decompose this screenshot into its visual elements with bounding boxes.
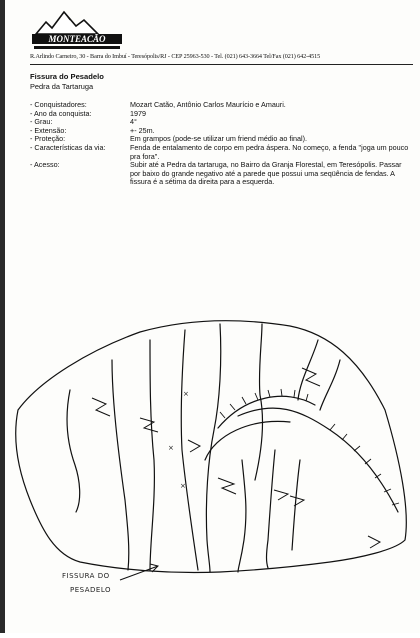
field-value: 1979 bbox=[130, 108, 146, 118]
rock-outline bbox=[15, 320, 407, 574]
svg-text:×: × bbox=[180, 482, 186, 490]
field-value: +- 25m. bbox=[130, 125, 155, 135]
scan-edge bbox=[0, 0, 5, 633]
crack-line bbox=[149, 339, 155, 571]
crack-line bbox=[111, 359, 130, 571]
svg-text:×: × bbox=[168, 444, 174, 452]
bolt-mark bbox=[367, 535, 382, 549]
topo-label-line2: PESADELO bbox=[70, 586, 111, 594]
field-label: - Proteção: bbox=[30, 134, 66, 144]
field-label: - Ano da conquista: bbox=[30, 108, 92, 118]
overhang-arc bbox=[217, 395, 316, 429]
route-info: - Conquistadores: Mozart Catão, Antônio … bbox=[30, 100, 410, 187]
field-label: - Extensão: bbox=[30, 125, 67, 135]
field-row: - Grau: 4° bbox=[30, 118, 410, 127]
crack-line bbox=[265, 449, 276, 569]
field-value: Mozart Catão, Antônio Carlos Maurício e … bbox=[130, 100, 286, 109]
field-row: - Proteção: Em grampos (pode-se utilizar… bbox=[30, 135, 410, 144]
bolt-mark bbox=[187, 439, 202, 453]
crack-line bbox=[66, 389, 81, 513]
field-value: Fenda de entalamento de corpo em pedra á… bbox=[130, 142, 409, 161]
field-row: - Extensão: +- 25m. bbox=[30, 125, 410, 136]
bolt-mark bbox=[301, 367, 321, 387]
crack-line bbox=[180, 329, 199, 571]
field-row: - Conquistadores: Mozart Catão, Antônio … bbox=[30, 100, 410, 110]
topo-drawing: × × × FISSURA DO PESADELO bbox=[15, 320, 407, 594]
header-rule bbox=[30, 64, 413, 65]
field-label: - Características da via: bbox=[30, 142, 106, 152]
field-row: - Características da via: Fenda de ental… bbox=[30, 142, 410, 161]
field-label: - Acesso: bbox=[30, 160, 60, 170]
field-label: - Grau: bbox=[30, 117, 53, 127]
overhang-arc bbox=[204, 420, 291, 461]
monteacao-logo: MONTEACÃO bbox=[32, 8, 122, 52]
route-subtitle: Pedra da Tartaruga bbox=[30, 82, 94, 91]
field-value: Em grampos (pode-se utilizar um friend m… bbox=[130, 134, 307, 144]
field-value: Subir até a Pedra da tartaruga, no Bairr… bbox=[130, 160, 402, 187]
topo-label-line1: FISSURA DO bbox=[62, 572, 110, 580]
bolt-mark bbox=[91, 397, 111, 417]
route-topo-sketch: × × × FISSURA DO PESADELO bbox=[0, 300, 420, 633]
crack-line bbox=[237, 459, 247, 573]
header-address: R.Arlindo Carneiro, 30 - Barra do Imbuí … bbox=[30, 53, 321, 60]
crack-line bbox=[254, 323, 264, 481]
field-value: 4° bbox=[130, 117, 137, 127]
bolt-mark bbox=[273, 489, 290, 501]
bolt-mark bbox=[289, 495, 306, 507]
field-row: - Acesso: Subir até a Pedra da tartaruga… bbox=[30, 160, 410, 187]
bolt-mark bbox=[139, 417, 159, 433]
field-row: - Ano da conquista: 1979 bbox=[30, 108, 410, 119]
crack-line bbox=[319, 359, 341, 411]
route-title: Fissura do Pesadelo bbox=[30, 72, 104, 81]
bolt-mark bbox=[217, 477, 237, 495]
svg-text:×: × bbox=[183, 390, 189, 398]
field-label: - Conquistadores: bbox=[30, 100, 87, 109]
logo-text: MONTEACÃO bbox=[47, 34, 106, 44]
crack-line bbox=[205, 323, 222, 573]
crack-line bbox=[297, 339, 319, 401]
pointer-arrow bbox=[119, 565, 159, 581]
